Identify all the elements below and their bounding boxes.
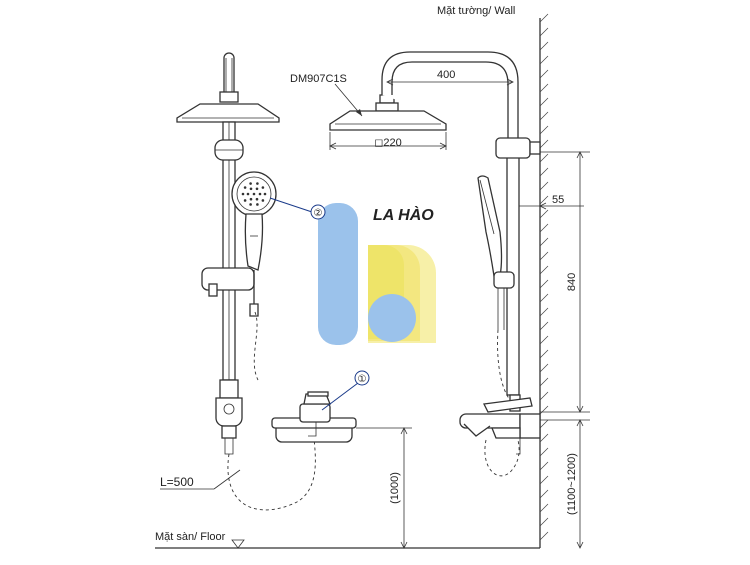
wall-hatch-line (539, 251, 549, 261)
wall-hatch-line (539, 139, 549, 149)
wall-hatch-line (539, 153, 549, 163)
wall-hatch-line (539, 363, 549, 373)
mixer-front (271, 391, 357, 443)
nozzle-dot (241, 192, 245, 196)
wall-hatch-line (539, 265, 549, 275)
nozzle-dot (255, 197, 259, 201)
nozzle-dot (249, 182, 252, 185)
wall-hatch-line (539, 223, 549, 233)
wall-hatch-line (539, 419, 549, 429)
callout-2-label: ② (314, 208, 323, 219)
model-label: DM907C1S (290, 73, 347, 85)
wall-hatch-line (539, 433, 549, 443)
wall-hatch-line (539, 195, 549, 205)
nozzle-dot (256, 182, 259, 185)
offset-label: 55 (552, 194, 564, 206)
rail-height-label: 840 (566, 273, 578, 291)
hose-length-label: L=500 (160, 475, 194, 489)
wall-hatch-line (539, 391, 549, 401)
nozzle-dot (249, 203, 252, 206)
nozzle-dot (256, 203, 259, 206)
callout-1 (321, 370, 370, 411)
wall-hatch-line (539, 307, 549, 317)
nozzle-dot (258, 192, 262, 196)
wall-hatch-line (539, 335, 549, 345)
wall-hatch-line (539, 377, 549, 387)
arm-length-label: 400 (437, 69, 455, 81)
wall-hatch-line (539, 27, 549, 37)
callout-1-label: ① (358, 374, 367, 385)
wall-hatch-line (539, 13, 549, 23)
wall-hatch-line (539, 405, 549, 415)
wall-hatch-line (539, 447, 549, 457)
nozzle-dot (249, 187, 253, 191)
wall-hatch-line (539, 111, 549, 121)
wall-hatch-line (539, 209, 549, 219)
hand-shower-side (477, 175, 503, 277)
nozzle-dot (249, 197, 253, 201)
mixer-height-dimension (356, 427, 412, 549)
wall-hatch-line (539, 41, 549, 51)
wall-hatch-line (539, 237, 549, 247)
wall-label: Mặt tường/ Wall (437, 5, 515, 17)
wall-hatch-line (539, 349, 549, 359)
wall-hatch-line (539, 279, 549, 289)
watermark-text: LA HÀO (373, 205, 434, 224)
floor-label: Mặt sàn/ Floor (155, 531, 226, 543)
wall-hatch-line (539, 125, 549, 135)
wall-hatch-line (539, 461, 549, 471)
front-view (176, 52, 316, 511)
wall-hatch-line (539, 503, 549, 513)
total-height-dimension (540, 419, 590, 549)
nozzle-dot (261, 186, 265, 189)
rail-side (506, 139, 520, 396)
nozzle-dot (261, 199, 265, 202)
total-height-label: (1100~1200) (566, 453, 578, 515)
rain-head-detail (329, 83, 447, 150)
wall-hatch-line (539, 531, 549, 541)
floor (155, 539, 540, 549)
wall-hatch-line (539, 489, 549, 499)
wall-hatch-line (539, 167, 549, 177)
side-view (381, 51, 584, 477)
head-size-label: ◻220 (374, 137, 401, 149)
nozzle-dot (243, 186, 247, 189)
wall-hatch-line (539, 293, 549, 303)
wall-hatch-line (539, 55, 549, 65)
wall-hatch-line (539, 181, 549, 191)
callout-2 (269, 197, 326, 220)
wall-hatch-line (539, 517, 549, 527)
wall-hatch-line (539, 83, 549, 93)
wall-hatch-line (539, 69, 549, 79)
wall-hatch-line (539, 475, 549, 485)
rail-height-dimension (540, 151, 590, 413)
nozzle-dot (243, 199, 247, 202)
mixer-height-label: (1000) (389, 472, 401, 504)
watermark-logo (318, 203, 436, 345)
nozzle-dot (255, 187, 259, 191)
nozzle-dot (252, 192, 256, 196)
nozzle-dot (263, 192, 267, 196)
wall-hatch-line (539, 321, 549, 331)
nozzle-dot (246, 192, 250, 196)
rain-head-front (176, 103, 280, 123)
wall (539, 13, 549, 548)
wall-hatch-line (539, 97, 549, 107)
